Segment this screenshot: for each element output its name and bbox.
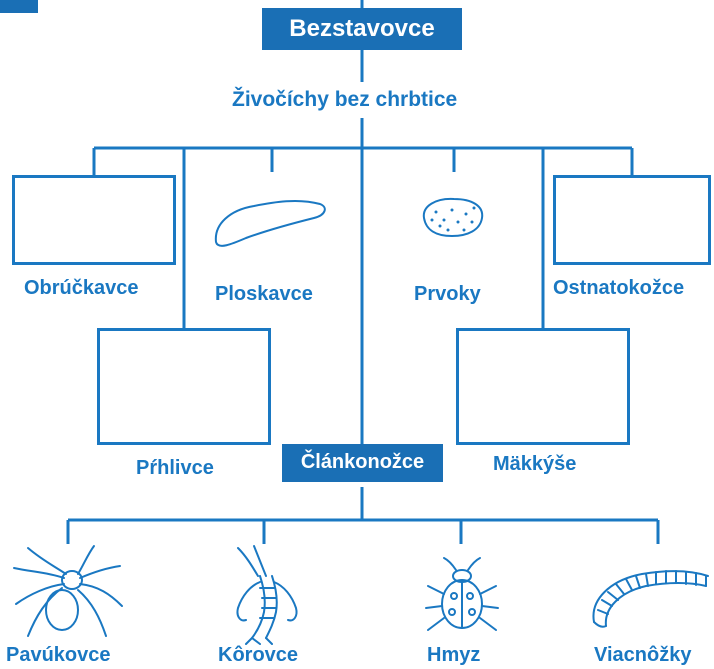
obruckavce-picture-box [12,175,176,265]
label-makkyse: Mäkkýše [493,453,577,475]
protozoan-icon [422,197,484,238]
label-obruckavce: Obrúčkavce [24,277,139,299]
spider-icon [13,545,123,637]
label-viacnozky: Viacnôžky [594,644,692,666]
beetle-icon [425,557,499,631]
label-pavukovce: Pavúkovce [6,644,111,666]
makkyse-picture-box [456,328,630,445]
label-korovce: Kôrovce [218,644,299,666]
label-hmyz: Hmyz [427,644,481,666]
millipede-icon [592,570,709,628]
center-node: Článkonožce [282,444,443,482]
prhlivce-picture-box [97,328,271,445]
flatworm-icon [214,199,326,247]
corner-decoration [0,0,38,13]
label-ostnatokozce: Ostnatokožce [553,277,685,299]
diagram-subtitle: Živočíchy bez chrbtice [232,88,458,111]
ostnatokozce-picture-box [553,175,711,265]
crayfish-icon [236,545,298,645]
label-prvoky: Prvoky [414,283,481,305]
label-ploskavce: Ploskavce [215,283,313,305]
label-prhlivce: Pŕhlivce [136,457,214,479]
diagram-title: Bezstavovce [262,8,462,50]
